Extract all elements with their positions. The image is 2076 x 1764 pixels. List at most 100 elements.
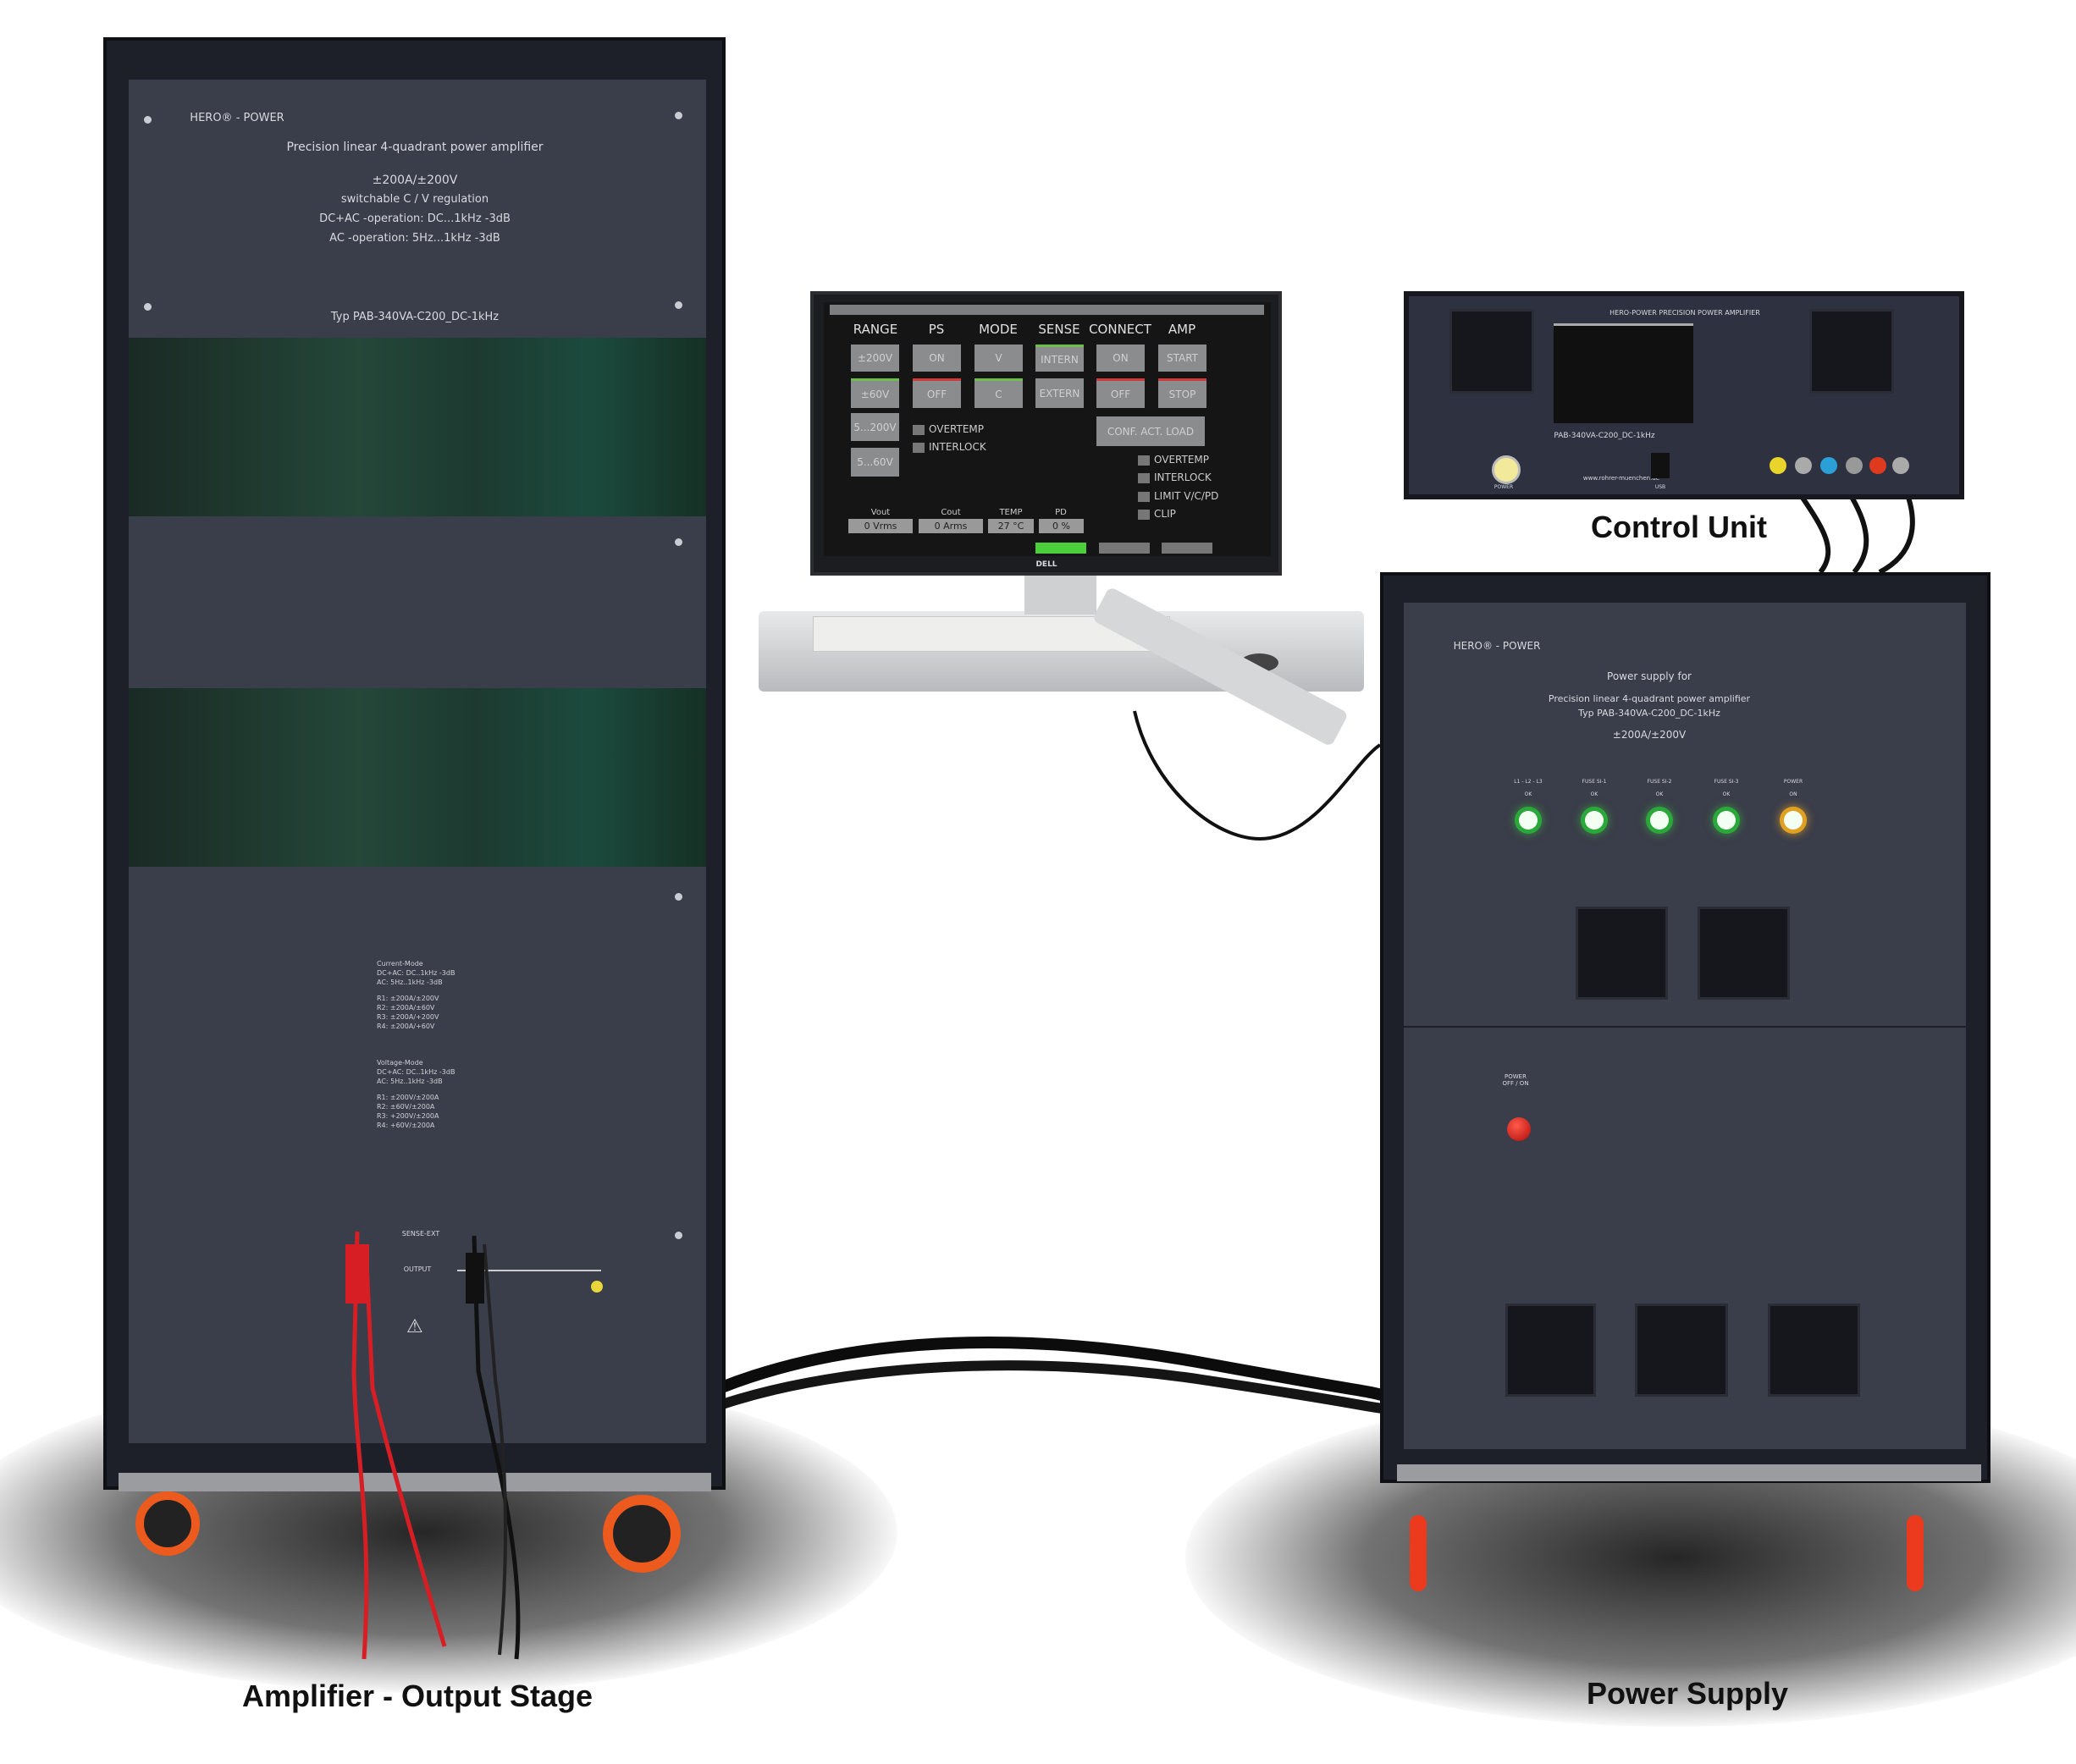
pd-readout: 0 %: [1039, 519, 1084, 533]
power-supply-base: [1397, 1464, 1981, 1481]
power-switch-label: POWER OFF / ON: [1502, 1073, 1529, 1087]
output-label: OUTPUT: [403, 1265, 432, 1273]
power-supply-upper-panel: [1404, 603, 1966, 1026]
overtemp-label: OVERTEMP: [929, 423, 984, 435]
amplifier-bottom-panel: [129, 867, 706, 1443]
amplifier-middle-panel: [129, 516, 706, 688]
led-label: FUSE SI-1: [1582, 779, 1607, 785]
clip-label: CLIP: [1154, 508, 1176, 520]
led-state: ON: [1789, 791, 1797, 797]
ps-off-button[interactable]: OFF: [913, 378, 961, 408]
mode-c-button[interactable]: C: [975, 378, 1023, 408]
fan: [1576, 907, 1668, 1000]
output-terminal-rail: [457, 1270, 601, 1271]
temp-readout: 27 °C: [988, 519, 1034, 533]
header-amp: AMP: [1168, 322, 1196, 337]
range-5-60v-button[interactable]: 5...60V: [851, 448, 899, 477]
screen-title-bar: [830, 305, 1264, 315]
monitor-neck: [1024, 572, 1096, 615]
fan: [1505, 1304, 1596, 1397]
warning-icon: ⚠: [406, 1316, 423, 1337]
spec-line: Voltage-Mode: [377, 1059, 423, 1067]
overtemp-indicator: [913, 425, 925, 435]
conf-act-load-button[interactable]: CONF. ACT. LOAD: [1096, 416, 1205, 446]
interlock-label: INTERLOCK: [929, 441, 986, 453]
amplifier-base: [119, 1473, 711, 1491]
cout-unit: Arms: [943, 521, 968, 532]
amplifier-brand: HERO® - POWER: [190, 112, 284, 124]
range-200v-button[interactable]: ±200V: [851, 345, 899, 372]
caption-control-unit: Control Unit: [1591, 510, 1767, 544]
spec-line: R4: ±200A/+60V: [377, 1023, 435, 1030]
clip-indicator: [1138, 510, 1150, 520]
spec-line: R1: ±200V/±200A: [377, 1094, 439, 1101]
fan-left: [1449, 309, 1534, 394]
spec-line: R2: ±60V/±200A: [377, 1103, 435, 1111]
black-plug: [466, 1253, 484, 1304]
spec-line: Current-Mode: [377, 960, 423, 967]
cout-readout: 0 Arms: [919, 519, 983, 533]
spec-line: R3: +200V/±200A: [377, 1112, 439, 1120]
amplifier-ac: AC -operation: 5Hz...1kHz -3dB: [329, 232, 500, 245]
ps-on-button[interactable]: ON: [913, 345, 961, 372]
amplifier-regulation: switchable C / V regulation: [340, 193, 489, 206]
temp-value: 27: [997, 521, 1010, 532]
led-state: OK: [1655, 791, 1664, 797]
header-mode: MODE: [979, 322, 1018, 337]
amplifier-dc-ac: DC+AC -operation: DC...1kHz -3dB: [319, 212, 511, 225]
power-button[interactable]: [1492, 455, 1521, 484]
spec-line: R1: ±200A/±200V: [377, 995, 439, 1002]
fan-right: [1809, 309, 1894, 394]
cout-value: 0: [934, 521, 941, 532]
screen-tab-active[interactable]: [1035, 543, 1086, 554]
ground-terminal: [591, 1281, 603, 1293]
screen-tab[interactable]: [1099, 543, 1150, 554]
amp-stop-button[interactable]: STOP: [1158, 378, 1206, 408]
mode-v-button[interactable]: V: [975, 345, 1023, 372]
connect-off-button[interactable]: OFF: [1096, 378, 1145, 408]
interlock-indicator: [913, 443, 925, 453]
sense-intern-button[interactable]: INTERN: [1035, 345, 1084, 372]
header-sense: SENSE: [1038, 322, 1080, 337]
fan: [1698, 907, 1790, 1000]
cout-label: Cout: [941, 508, 961, 517]
spec-line: AC: 5Hz..1kHz -3dB: [377, 978, 443, 986]
pd-label: PD: [1055, 508, 1067, 517]
header-ps: PS: [928, 322, 945, 337]
amplifier-current-mode-spec: Current-Mode DC+AC: DC..1kHz -3dB AC: 5H…: [377, 959, 455, 1031]
led-power: [1784, 811, 1803, 830]
sense-extern-button[interactable]: EXTERN: [1035, 378, 1084, 408]
screw: [675, 112, 682, 119]
power-switch-button[interactable]: [1507, 1117, 1531, 1141]
power-supply-line3: Typ PAB-340VA-C200_DC-1kHz: [1578, 708, 1720, 719]
range-60v-button[interactable]: ±60V: [851, 378, 899, 408]
control-unit-type: PAB-340VA-C200_DC-1kHz: [1554, 432, 1655, 440]
amplifier-title: Precision linear 4-quadrant power amplif…: [286, 141, 544, 154]
vout-value: 0: [864, 521, 870, 532]
amplifier-top-panel: [129, 80, 706, 338]
vout-readout: 0 Vrms: [848, 519, 913, 533]
led-label: FUSE SI-2: [1647, 779, 1672, 785]
led-fuse-si-3: [1717, 811, 1736, 830]
power-supply-line1: Power supply for: [1607, 670, 1692, 682]
usb-port[interactable]: [1651, 453, 1670, 478]
vout-unit: Vrms: [873, 521, 897, 532]
interlock-label-right: INTERLOCK: [1154, 471, 1212, 483]
spec-line: R4: +60V/±200A: [377, 1122, 435, 1129]
power-supply-rating: ±200A/±200V: [1612, 729, 1687, 741]
screw: [675, 893, 682, 901]
temp-unit: °C: [1013, 521, 1024, 532]
vout-label: Vout: [870, 508, 891, 517]
led-state: OK: [1590, 791, 1598, 797]
range-5-200v-button[interactable]: 5...200V: [851, 413, 899, 441]
amplifier-rating: ±200A/±200V: [372, 174, 458, 187]
limit-indicator: [1138, 492, 1150, 502]
spec-line: AC: 5Hz..1kHz -3dB: [377, 1078, 443, 1085]
connect-on-button[interactable]: ON: [1096, 345, 1145, 372]
screen-tab[interactable]: [1162, 543, 1212, 554]
header-connect: CONNECT: [1089, 322, 1151, 337]
spec-line: R3: ±200A/+200V: [377, 1013, 439, 1021]
amp-start-button[interactable]: START: [1158, 345, 1206, 372]
caption-amplifier: Amplifier - Output Stage: [242, 1679, 593, 1713]
